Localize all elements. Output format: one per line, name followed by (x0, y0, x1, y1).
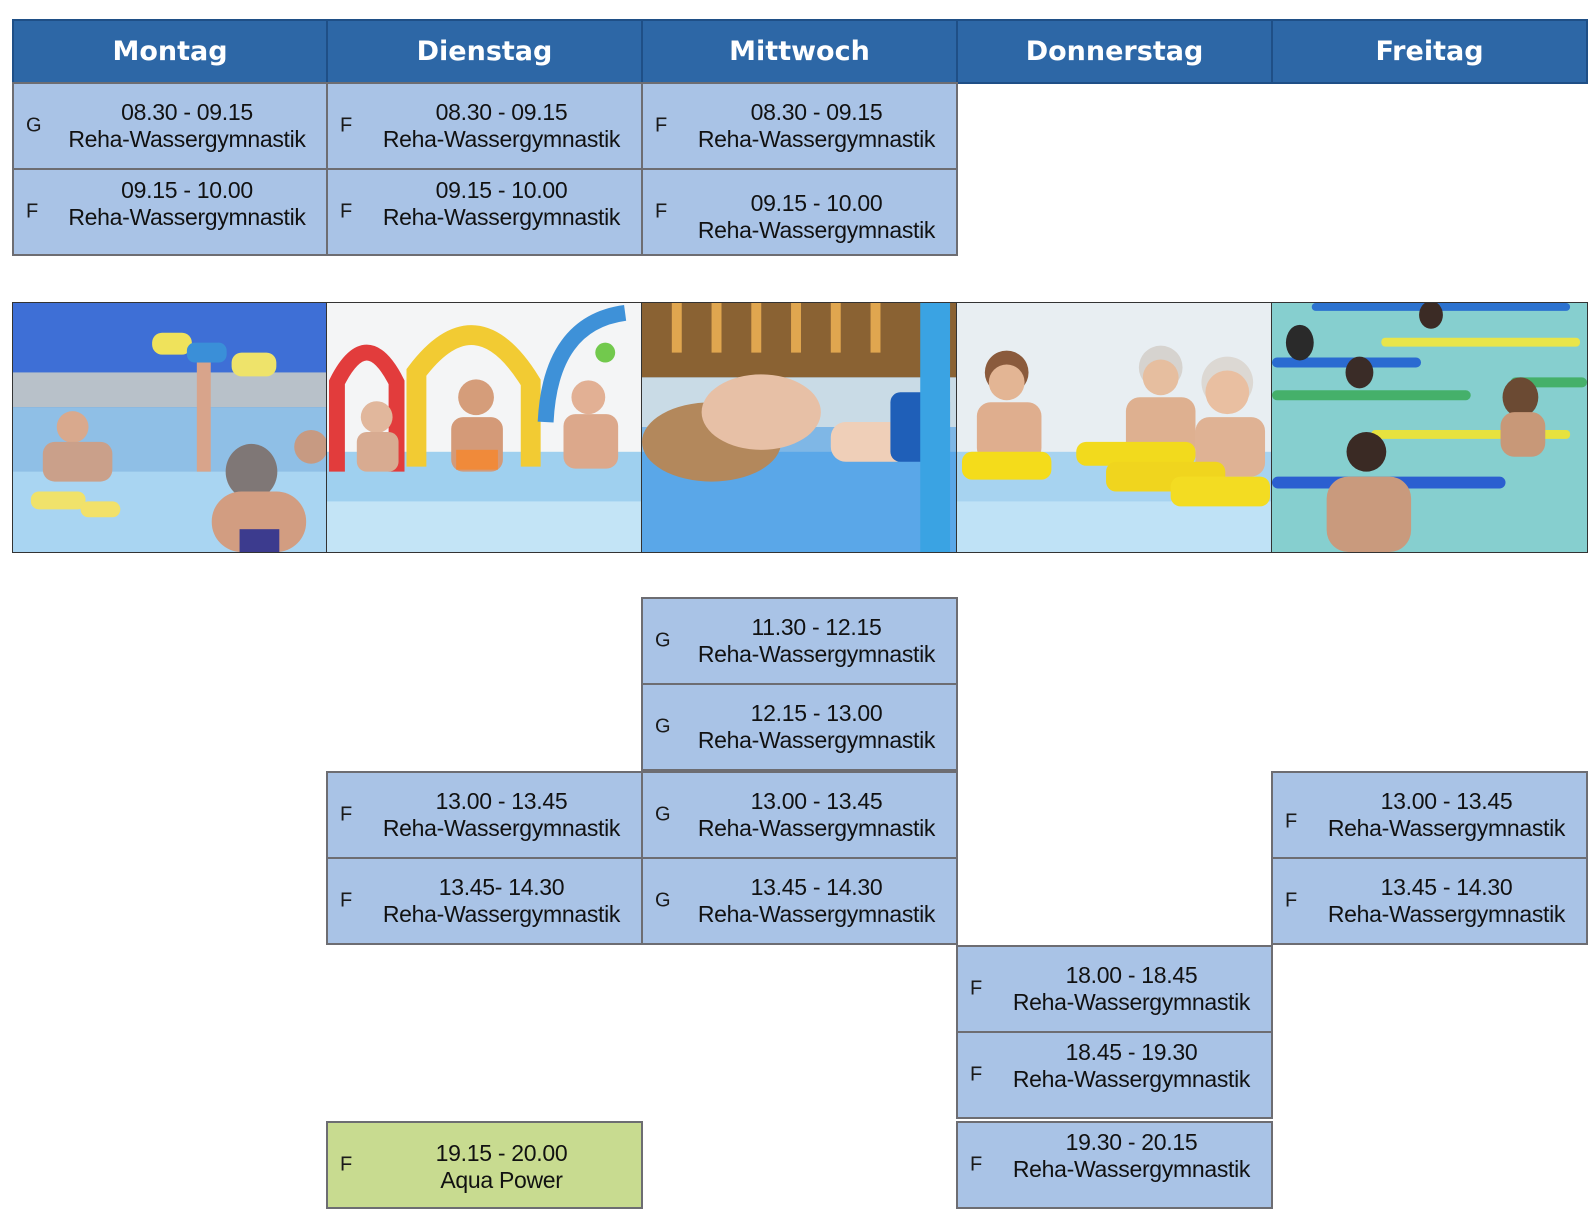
group-code: F (340, 803, 353, 826)
slot-time: 09.15 - 10.00 (121, 177, 253, 203)
group-code: G (655, 803, 671, 826)
slot-course: Reha-Wassergymnastik (382, 126, 621, 152)
slot-course: Reha-Wassergymnastik (68, 126, 306, 152)
slot-time: 19.15 - 20.00 (435, 1140, 568, 1166)
slot-time: 18.45 - 19.30 (1065, 1039, 1198, 1065)
slot-course: Reha-Wassergymnastik (1012, 989, 1251, 1015)
day-header-dienstag: Dienstag (326, 19, 643, 84)
slot-time: 08.30 - 09.15 (435, 99, 568, 125)
day-label: Mittwoch (729, 36, 870, 67)
group-code: F (655, 200, 668, 223)
group-code: F (970, 1153, 983, 1176)
slot-course: Reha-Wassergymnastik (697, 217, 936, 243)
slot-time: 11.30 - 12.15 (751, 614, 882, 640)
slot-time: 13.45- 14.30 (438, 874, 565, 900)
day-label: Dienstag (416, 36, 553, 67)
group-code: F (340, 200, 353, 223)
day-header-donnerstag: Donnerstag (956, 19, 1273, 84)
group-code: G (655, 715, 671, 738)
slot-course: Reha-Wassergymnastik (697, 126, 936, 152)
slot-course: Reha-Wassergymnastik (68, 204, 306, 230)
photo-seniors-kickboards (956, 302, 1273, 553)
group-code: G (26, 114, 42, 137)
slot-time: 08.30 - 09.15 (750, 99, 883, 125)
group-code: F (26, 200, 39, 223)
slot-time: 13.00 - 13.45 (1380, 788, 1513, 814)
group-code: F (340, 1153, 353, 1176)
photo-pool-noodles (326, 302, 643, 553)
slot-time: 13.00 - 13.45 (750, 788, 883, 814)
slot-time: 09.15 - 10.00 (750, 190, 883, 216)
slot-time: 13.00 - 13.45 (435, 788, 568, 814)
slot-course: Reha-Wassergymnastik (382, 901, 621, 927)
day-header-montag: Montag (12, 19, 328, 84)
slot-time: 13.45 - 14.30 (750, 874, 883, 900)
slot-course: Reha-Wassergymnastik (1327, 815, 1566, 841)
photo-floating-woman (641, 302, 958, 553)
slot-time: 13.45 - 14.30 (1380, 874, 1513, 900)
day-header-mittwoch: Mittwoch (641, 19, 958, 84)
slot-course: Reha-Wassergymnastik (1012, 1156, 1251, 1182)
slot-course: Reha-Wassergymnastik (382, 815, 621, 841)
slot-course: Reha-Wassergymnastik (1327, 901, 1566, 927)
group-code: F (1285, 889, 1298, 912)
slot-time: 18.00 - 18.45 (1065, 962, 1198, 988)
slot-course: Aqua Power (440, 1167, 563, 1193)
slot-time: 19.30 - 20.15 (1065, 1129, 1198, 1155)
group-code: F (340, 114, 353, 137)
day-header-freitag: Freitag (1271, 19, 1588, 84)
day-label: Freitag (1375, 36, 1484, 67)
photo-aqua-dumbbells (12, 302, 329, 553)
photo-aqua-class (1271, 302, 1588, 553)
day-label: Montag (112, 36, 228, 67)
group-code: G (655, 629, 671, 652)
group-code: F (970, 977, 983, 1000)
slot-course: Reha-Wassergymnastik (697, 641, 936, 667)
slot-time: 12.15 - 13.00 (750, 700, 883, 726)
slot-time: 08.30 - 09.15 (121, 99, 253, 125)
group-code: G (655, 889, 671, 912)
group-code: F (655, 114, 668, 137)
slot-course: Reha-Wassergymnastik (697, 727, 936, 753)
group-code: F (1285, 810, 1298, 833)
slot-course: Reha-Wassergymnastik (1012, 1066, 1251, 1092)
group-code: F (970, 1063, 983, 1086)
slot-course: Reha-Wassergymnastik (697, 815, 936, 841)
day-label: Donnerstag (1025, 36, 1204, 67)
group-code: F (340, 889, 353, 912)
slot-course: Reha-Wassergymnastik (697, 901, 936, 927)
slot-course: Reha-Wassergymnastik (382, 204, 621, 230)
slot-time: 09.15 - 10.00 (435, 177, 568, 203)
